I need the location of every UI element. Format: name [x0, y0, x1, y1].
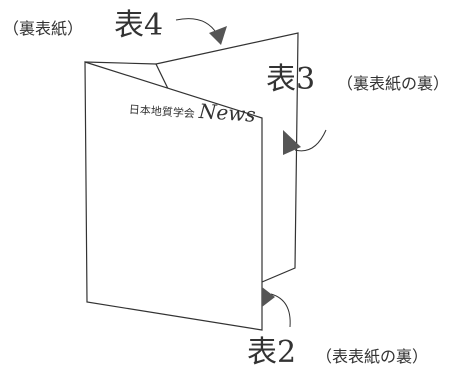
cover4-label: 表4 [114, 8, 164, 43]
arrow-cover2-line [270, 293, 291, 328]
front-cover-title-jp: 日本地質学会 [128, 102, 196, 121]
cover3-note: （裏表紙の裏） [337, 74, 450, 93]
cover2-note: （表表紙の裏） [316, 347, 429, 366]
arrow-cover2-head [262, 287, 275, 307]
back-cover-label: （裏表紙） [3, 19, 84, 38]
arrow-cover3-line [294, 129, 327, 152]
spine-line [84, 61, 157, 65]
arrow-cover4-line [175, 18, 218, 35]
cover2-label: 表2 [247, 335, 297, 370]
arrow-cover4-head [209, 26, 227, 45]
cover3-label: 表3 [266, 62, 316, 97]
arrow-cover3-head [283, 130, 301, 155]
front-panel [84, 61, 263, 331]
front-cover-title-en: News [198, 98, 257, 127]
